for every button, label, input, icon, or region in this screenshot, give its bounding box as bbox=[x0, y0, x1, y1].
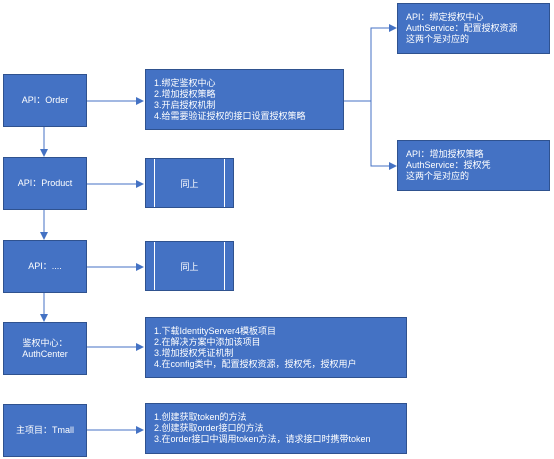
auth-center-step: 1.下载IdentityServer4模板项目 bbox=[154, 325, 277, 336]
auth-center-step: 4.在config类中，配置授权资源，授权凭，授权用户 bbox=[154, 358, 357, 369]
note-bind-line: AuthService：配置授权资源 bbox=[406, 23, 518, 33]
tmall-steps-box: 1.创建获取token的方法 2.创建获取order接口的方法 3.在order… bbox=[145, 403, 407, 454]
arrow-steps-to-note-policy bbox=[370, 101, 397, 170]
note-policy-line: AuthService：授权凭 bbox=[406, 160, 491, 170]
node-api-product: API：Product bbox=[3, 157, 87, 210]
auth-center-step: 2.在解决方案中添加该项目 bbox=[154, 336, 261, 347]
note-policy-line: API：增加授权策略 bbox=[406, 149, 484, 159]
note-bind-line: API：绑定授权中心 bbox=[406, 12, 484, 22]
tmall-step: 3.在order接口中调用token方法，请求接口时携带token bbox=[154, 434, 371, 444]
node-auth-center: 鉴权中心： AuthCenter bbox=[3, 322, 87, 375]
node-api-product-label: API：Product bbox=[17, 178, 73, 188]
node-api-order: API：Order bbox=[3, 74, 87, 127]
order-step: 2.增加授权策略 bbox=[154, 88, 216, 99]
node-auth-center-label-1: 鉴权中心： bbox=[22, 337, 68, 348]
order-step: 3.开启授权机制 bbox=[154, 99, 216, 110]
order-step: 1.绑定鉴权中心 bbox=[154, 77, 216, 88]
node-api-order-label: API：Order bbox=[21, 95, 69, 105]
process-bar-left bbox=[154, 159, 155, 207]
note-policy-line: 这两个是对应的 bbox=[406, 171, 470, 181]
node-api-etc-label: API：.... bbox=[28, 261, 62, 271]
product-same-label: 同上 bbox=[180, 178, 199, 189]
tmall-step: 2.创建获取order接口的方法 bbox=[154, 423, 264, 433]
process-bar-left bbox=[154, 242, 155, 290]
auth-center-steps-box: 1.下载IdentityServer4模板项目 2.在解决方案中添加该项目 3.… bbox=[145, 317, 407, 378]
node-tmall: 主项目：Tmall bbox=[3, 404, 87, 457]
order-step: 4.给需要验证授权的接口设置授权策略 bbox=[154, 110, 306, 121]
arrow-steps-to-note-bind bbox=[344, 24, 397, 102]
tmall-step: 1.创建获取token的方法 bbox=[154, 412, 247, 422]
note-bind-box: API：绑定授权中心 AuthService：配置授权资源 这两个是对应的 bbox=[397, 3, 550, 54]
node-api-etc: API：.... bbox=[3, 240, 87, 293]
node-tmall-label: 主项目：Tmall bbox=[16, 425, 74, 435]
etc-same-box: 同上 bbox=[145, 241, 234, 291]
etc-same-label: 同上 bbox=[180, 261, 199, 272]
process-bar-right bbox=[224, 159, 225, 207]
node-auth-center-label-2: AuthCenter bbox=[22, 348, 68, 359]
process-bar-right bbox=[224, 242, 225, 290]
note-policy-box: API：增加授权策略 AuthService：授权凭 这两个是对应的 bbox=[397, 140, 550, 191]
order-steps-box: 1.绑定鉴权中心 2.增加授权策略 3.开启授权机制 4.给需要验证授权的接口设… bbox=[145, 69, 344, 130]
note-bind-line: 这两个是对应的 bbox=[406, 34, 470, 44]
auth-center-step: 3.增加授权凭证机制 bbox=[154, 347, 234, 358]
product-same-box: 同上 bbox=[145, 158, 234, 208]
